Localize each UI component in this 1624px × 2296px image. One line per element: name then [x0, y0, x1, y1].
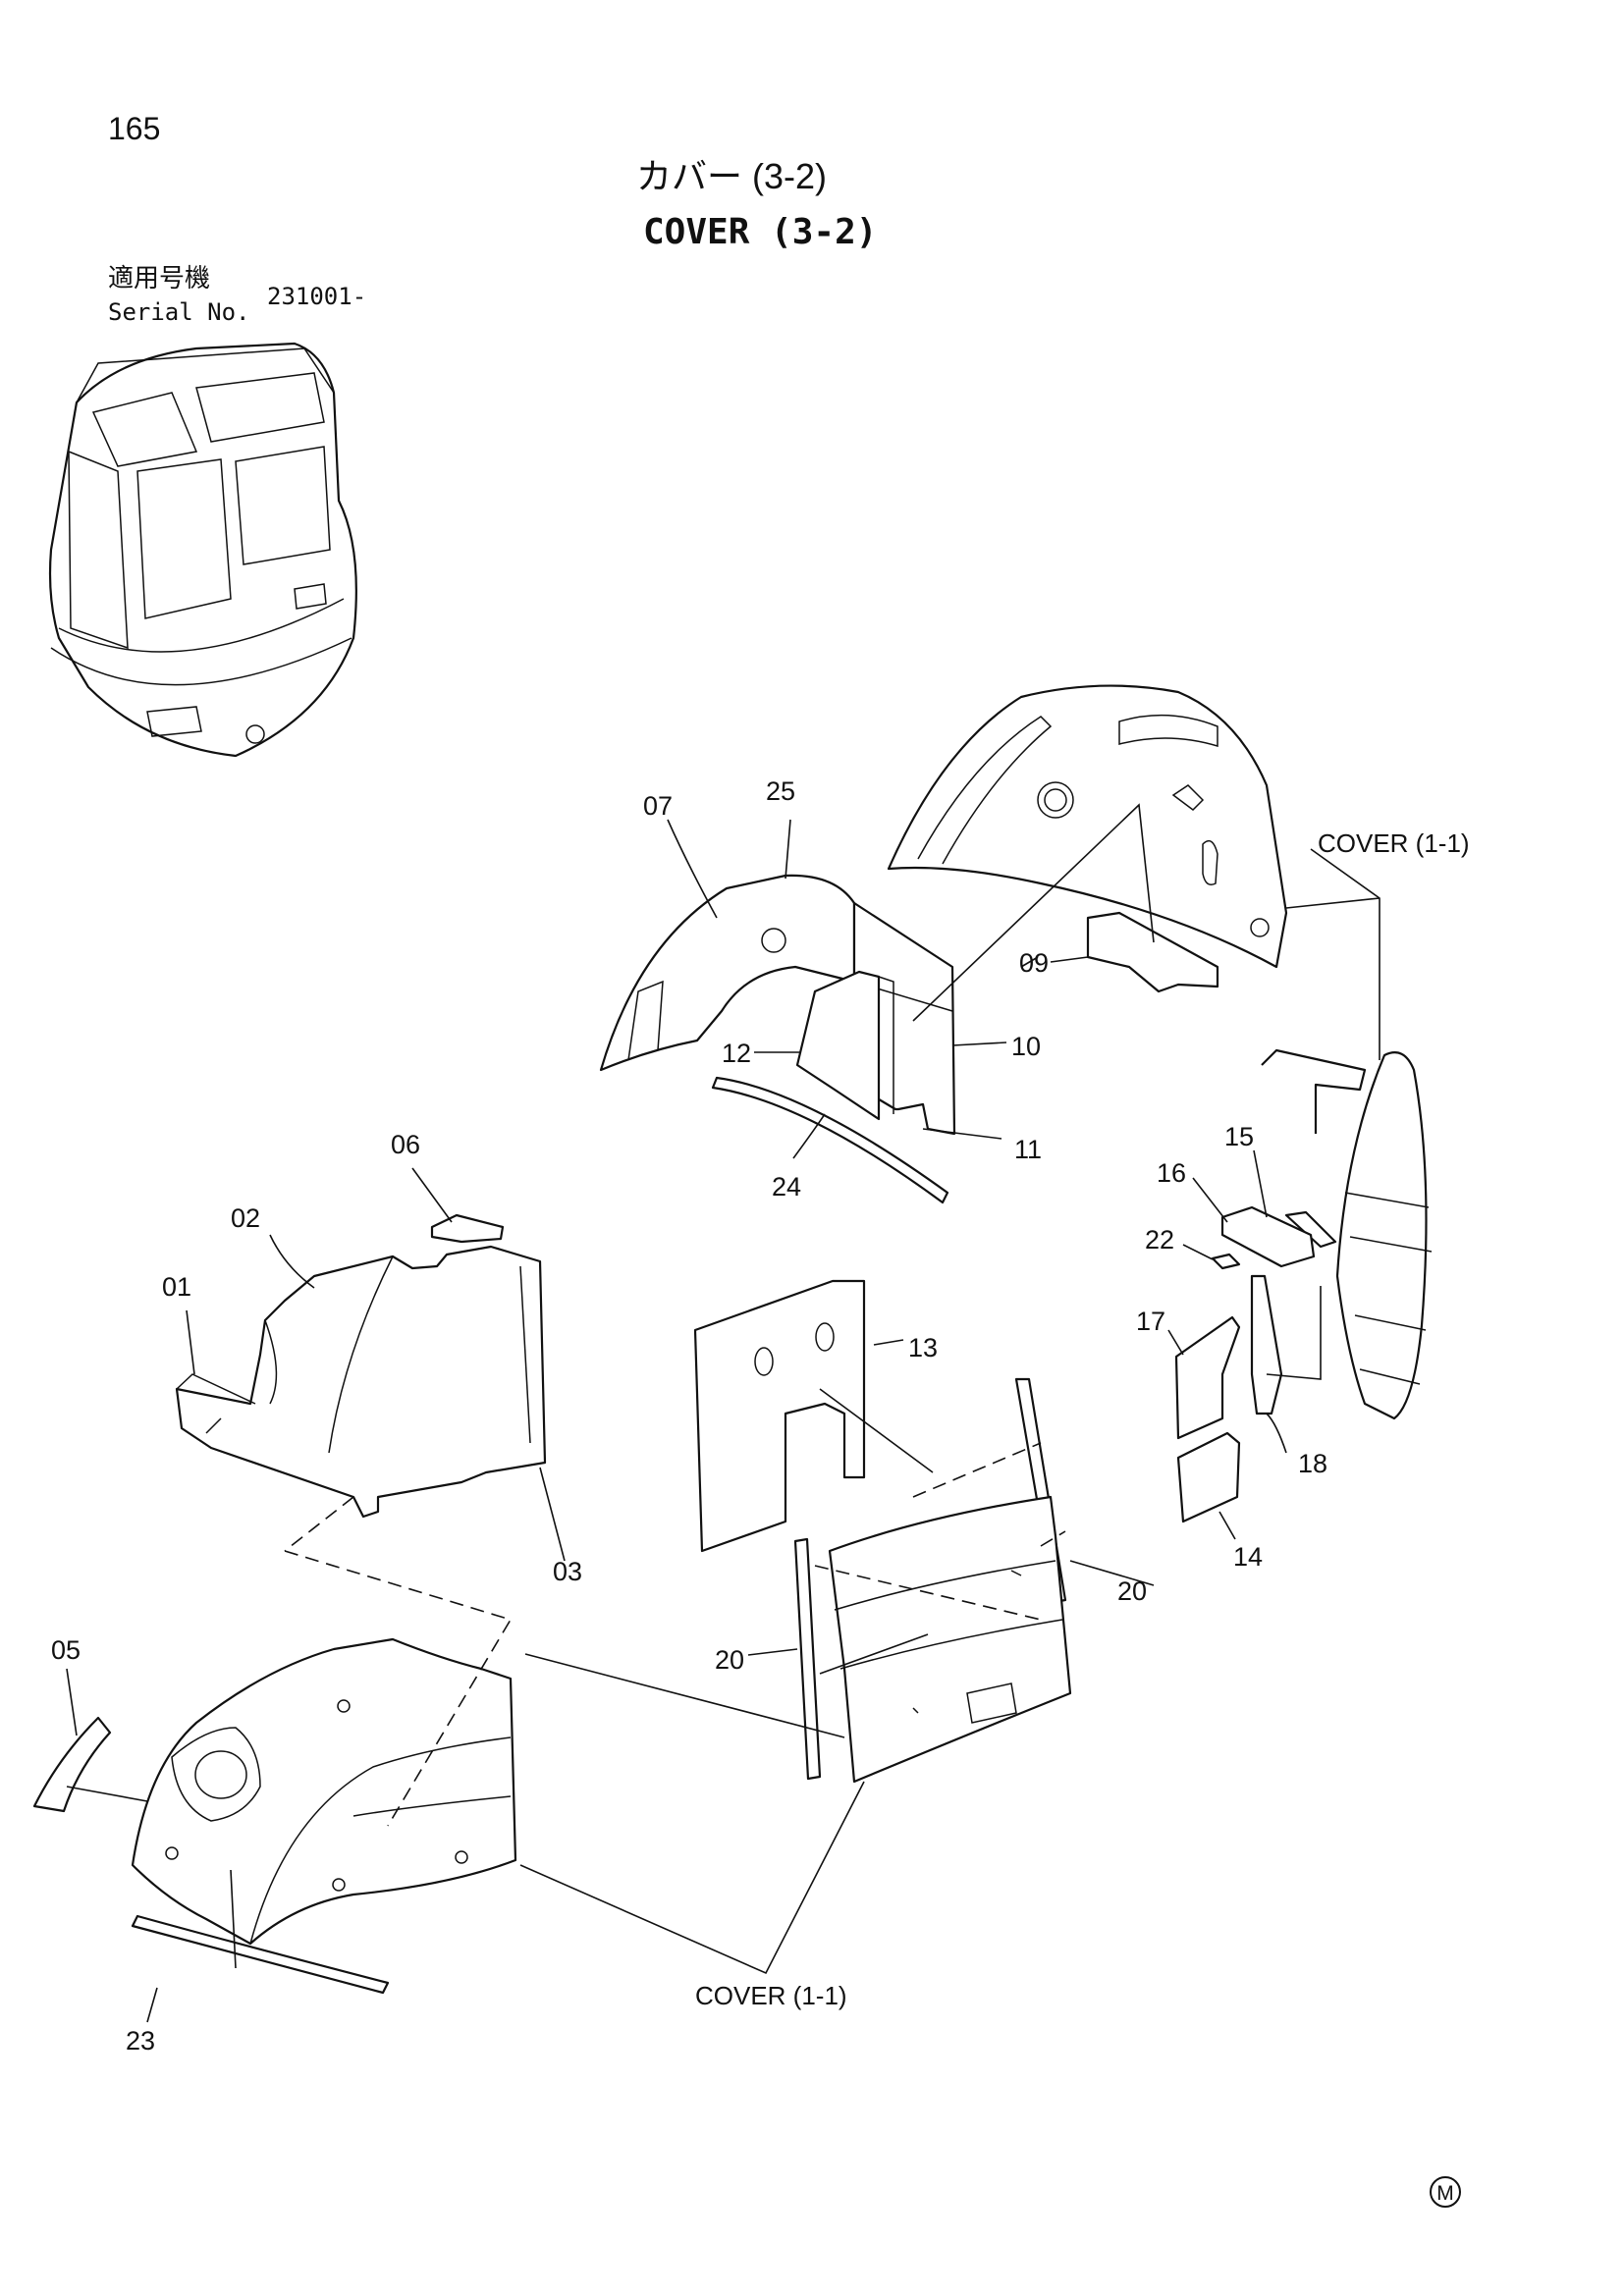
part-13-plate: [693, 1279, 866, 1553]
part-14: [1176, 1431, 1241, 1523]
cab-side-panel-group: [599, 874, 956, 1204]
callout-06: 06: [391, 1130, 420, 1159]
part-23: [131, 1914, 390, 1995]
callout-14: 14: [1233, 1542, 1263, 1572]
callout-18: 18: [1298, 1449, 1327, 1478]
mark-letter: M: [1436, 2182, 1454, 2205]
callout-16: 16: [1157, 1158, 1186, 1188]
callout-23: 23: [126, 2026, 155, 2056]
front-lower-cover: [131, 1637, 517, 1946]
right-side-cover: [1261, 1048, 1433, 1420]
callout-20-right: 20: [1117, 1576, 1147, 1606]
page-number: 165: [108, 111, 160, 146]
callout-02: 02: [231, 1203, 260, 1233]
callout-01: 01: [162, 1272, 191, 1302]
rear-lower-cover: [828, 1495, 1072, 1784]
callout-25: 25: [766, 776, 795, 806]
part-20-left-strip: [793, 1537, 822, 1781]
part-06: [430, 1213, 505, 1244]
callout-22: 22: [1145, 1225, 1174, 1255]
serial-label-en: Serial No.: [108, 298, 250, 326]
callout-17: 17: [1136, 1307, 1165, 1336]
cover-reference-top: COVER (1-1): [1318, 828, 1470, 858]
callout-11: 11: [1014, 1135, 1042, 1164]
part-22: [1211, 1253, 1241, 1270]
leader-lines: [66, 803, 1380, 1975]
part-05: [32, 1716, 112, 1813]
title-japanese: カバー (3-2): [636, 156, 827, 196]
cover-reference-bottom: COVER (1-1): [695, 1981, 847, 2010]
title-english: COVER (3-2): [643, 212, 877, 252]
rear-upper-cover: [887, 684, 1288, 969]
callout-10: 10: [1011, 1032, 1041, 1061]
callout-leaders: [66, 819, 1287, 2023]
part-18: [1250, 1274, 1283, 1415]
circled-m-mark: M: [1430, 2176, 1461, 2208]
callout-15: 15: [1224, 1122, 1254, 1151]
part-17: [1174, 1315, 1241, 1440]
dashed-assembly-lines: [284, 1442, 1066, 1827]
machine-thumbnail: [48, 342, 357, 758]
callout-12: 12: [722, 1039, 751, 1068]
front-inner-cover: [175, 1245, 547, 1519]
callout-20-left: 20: [715, 1645, 744, 1675]
callout-03: 03: [553, 1557, 582, 1586]
callout-07: 07: [643, 791, 673, 821]
part-16: [1220, 1205, 1316, 1268]
callout-24: 24: [772, 1172, 801, 1201]
callout-09: 09: [1019, 948, 1049, 978]
serial-label-jp: 適用号機: [108, 263, 210, 293]
callout-05: 05: [51, 1635, 81, 1665]
serial-number: 231001-: [267, 283, 366, 310]
callout-labels: 07 25 09 10 11 12 24 06 02 01 03 13 20 2…: [51, 776, 1327, 2056]
callout-13: 13: [908, 1333, 938, 1362]
